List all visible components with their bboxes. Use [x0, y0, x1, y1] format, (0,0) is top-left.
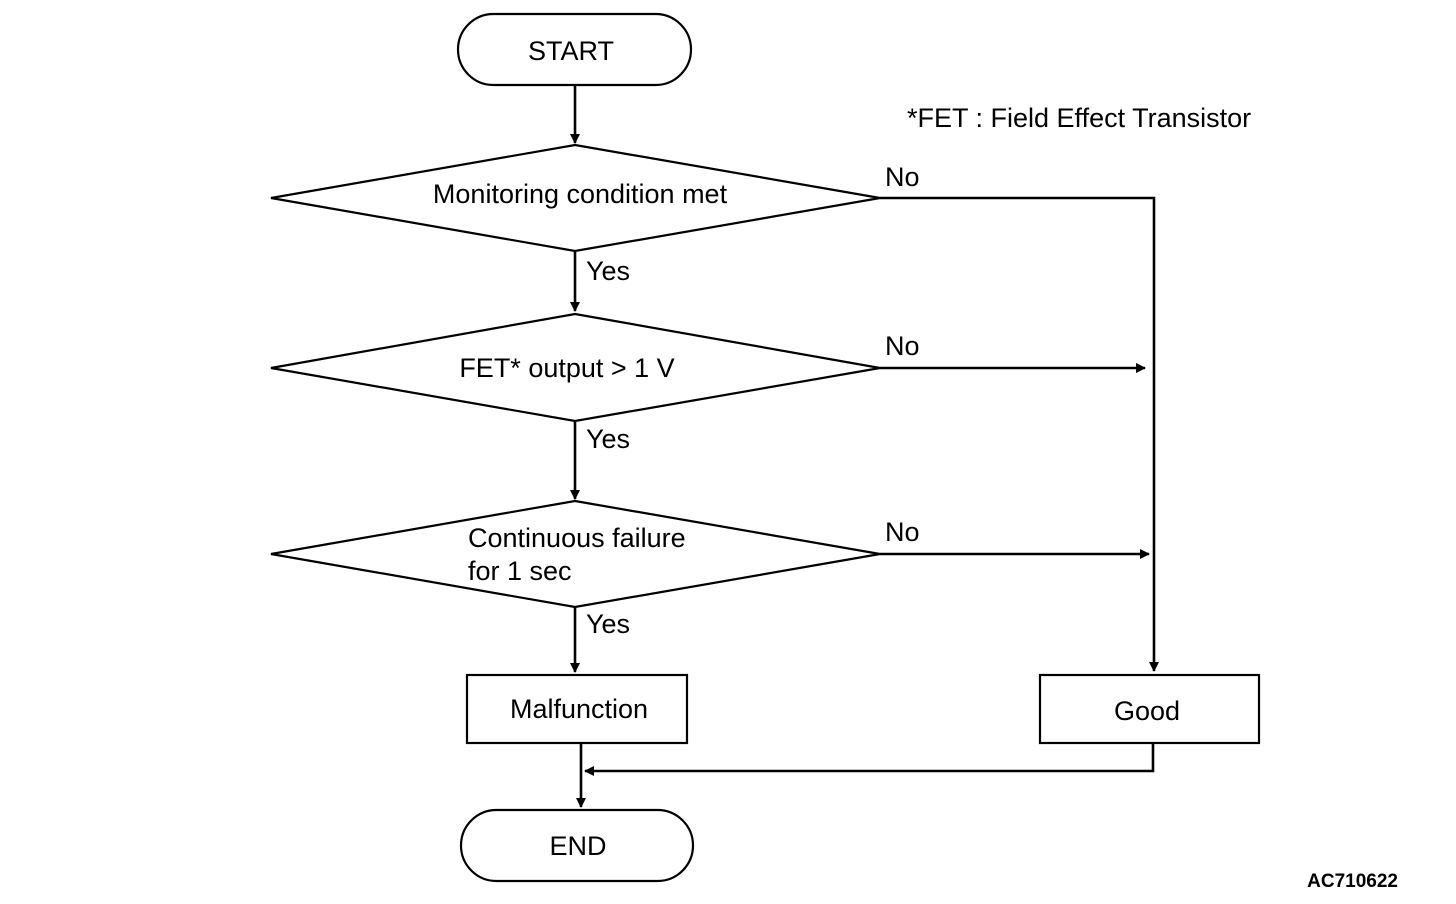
- end-terminal: [459, 808, 695, 883]
- decision-3-label-line1: Continuous failure: [468, 523, 686, 553]
- malfunction-label: Malfunction: [510, 694, 648, 724]
- start-label: START: [528, 36, 614, 66]
- footnote: *FET : Field Effect Transistor: [907, 103, 1251, 133]
- malfunction-box: [465, 673, 689, 745]
- end-label: END: [549, 831, 606, 861]
- decision-3-label-line2: for 1 sec: [468, 556, 572, 586]
- good-label: Good: [1114, 696, 1180, 726]
- decision-1-no-label: No: [885, 162, 920, 192]
- decision-2-no-label: No: [885, 331, 920, 361]
- decision-1-yes-label: Yes: [586, 256, 630, 286]
- figure-code: AC710622: [1307, 871, 1398, 892]
- decision-3-no-label: No: [885, 517, 920, 547]
- decision-1-label: Monitoring condition met: [433, 179, 728, 209]
- connector-decision1-no: [880, 196, 1159, 672]
- decision-3-yes-label: Yes: [586, 609, 630, 639]
- connector-good-to-end: [584, 743, 1155, 776]
- good-box: [1038, 673, 1261, 745]
- decision-continuous-failure: [270, 499, 881, 609]
- decision-2-label: FET* output > 1 V: [459, 353, 674, 383]
- decision-2-yes-label: Yes: [586, 424, 630, 454]
